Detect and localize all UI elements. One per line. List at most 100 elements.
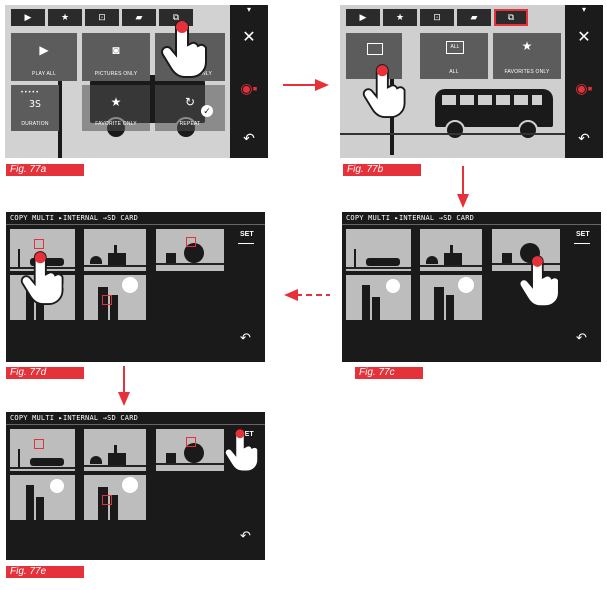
tab-play[interactable]: ▶ bbox=[346, 9, 380, 26]
header-divider bbox=[6, 224, 265, 225]
sun-shape bbox=[458, 277, 474, 293]
selected-copy-icon bbox=[186, 437, 196, 447]
set-button[interactable]: SET bbox=[576, 231, 590, 238]
menu-copy-favorites[interactable]: ★ FAVORITES ONLY bbox=[493, 33, 561, 79]
camera-mode-icon[interactable]: ◉▪ bbox=[240, 80, 258, 96]
menu-label: DURATION bbox=[21, 121, 49, 127]
menu-copy-selected[interactable] bbox=[346, 33, 402, 79]
sun-shape bbox=[386, 279, 400, 293]
screen-header: COPY MULTI ▸INTERNAL →SD CARD bbox=[346, 214, 475, 222]
header-divider bbox=[6, 424, 265, 425]
thumbnail-city-2[interactable] bbox=[84, 275, 146, 320]
thumbnail-village[interactable] bbox=[84, 229, 146, 271]
menu-label: FAVORITES ONLY bbox=[504, 69, 550, 75]
thumbnail-bus[interactable] bbox=[346, 229, 411, 271]
panel-77d: COPY MULTI ▸INTERNAL →SD CARD SET ↶ bbox=[6, 212, 265, 362]
thumbnail-tree[interactable] bbox=[156, 429, 224, 471]
panel-77c: COPY MULTI ▸INTERNAL →SD CARD SET ↶ bbox=[342, 212, 601, 362]
menu-duration[interactable]: 3S • • • • • DURATION bbox=[11, 85, 59, 131]
pointing-hand-icon bbox=[362, 64, 406, 118]
tools-icon[interactable]: ✕ bbox=[242, 29, 256, 46]
all-icon: ALL bbox=[446, 41, 464, 54]
menu-label: ONLY bbox=[197, 71, 213, 77]
selected-copy-icon bbox=[102, 295, 112, 305]
menu-label: FAVORITE ONLY bbox=[95, 121, 137, 127]
panel-77e: COPY MULTI ▸INTERNAL →SD CARD SET ↶ bbox=[6, 412, 265, 560]
menu-pictures-only[interactable]: ◙ PICTURES ONLY bbox=[82, 33, 150, 81]
repeat-icon: ↻ bbox=[184, 95, 196, 109]
tab-folder[interactable]: ▰ bbox=[122, 9, 156, 26]
images-icon bbox=[367, 43, 383, 55]
menu-label: PLAY ALL bbox=[32, 71, 56, 77]
pointing-hand-icon bbox=[161, 21, 207, 78]
sun-shape bbox=[50, 479, 64, 493]
sun-shape bbox=[122, 477, 138, 493]
selected-copy-icon bbox=[186, 237, 196, 247]
thumbnail-tree[interactable] bbox=[156, 229, 224, 271]
arrow-right-icon bbox=[283, 79, 329, 91]
right-toolbar: ▾ ✕ ◉▪ ↶ bbox=[565, 5, 603, 158]
tab-copy[interactable]: ⧉ bbox=[494, 9, 528, 26]
figure-caption: Fig. 77a bbox=[6, 164, 84, 176]
thumbnail-bus[interactable] bbox=[10, 429, 75, 471]
menu-copy-all[interactable]: ALL ALL bbox=[420, 33, 488, 79]
set-button[interactable]: SET bbox=[240, 231, 254, 238]
menu-label: ALL bbox=[449, 69, 459, 75]
sun-shape bbox=[122, 277, 138, 293]
menu-area: ▶ ★ ⊡ ▰ ⧉ ALL ALL ★ FAVORITES ONLY bbox=[340, 5, 565, 158]
tab-protect[interactable]: ⊡ bbox=[85, 9, 119, 26]
back-icon[interactable]: ↶ bbox=[243, 130, 255, 146]
back-icon[interactable]: ↶ bbox=[240, 330, 251, 345]
set-underline bbox=[238, 243, 254, 244]
chevron-down-icon[interactable]: ▾ bbox=[246, 5, 251, 14]
menu-label: PICTURES ONLY bbox=[94, 71, 138, 77]
arrow-left-dashed-icon bbox=[284, 289, 330, 301]
back-icon[interactable]: ↶ bbox=[576, 330, 587, 345]
back-icon[interactable]: ↶ bbox=[240, 528, 251, 543]
figure-caption: Fig. 77c bbox=[355, 367, 423, 379]
tab-favorites[interactable]: ★ bbox=[383, 9, 417, 26]
panel-77a: ▶ ★ ⊡ ▰ ⧉ ▶ PLAY ALL ◙ PICTURES ONLY ▣ O… bbox=[5, 5, 268, 158]
camera-icon: ◙ bbox=[112, 43, 120, 57]
back-icon[interactable]: ↶ bbox=[578, 130, 590, 146]
tools-icon[interactable]: ✕ bbox=[577, 29, 591, 46]
screen-header: COPY MULTI ▸INTERNAL →SD CARD bbox=[10, 414, 139, 422]
thumbnail-city[interactable] bbox=[346, 275, 411, 320]
pointing-hand-icon bbox=[224, 428, 259, 472]
set-button[interactable]: SET bbox=[240, 431, 254, 438]
thumbnail-village[interactable] bbox=[84, 429, 146, 471]
thumbnail-village[interactable] bbox=[420, 229, 482, 271]
thumbnail-tree[interactable] bbox=[492, 229, 560, 271]
pointing-hand-icon bbox=[518, 255, 560, 307]
duration-dots: • • • • • bbox=[21, 90, 39, 96]
thumbnail-city[interactable] bbox=[10, 475, 75, 520]
selected-copy-icon bbox=[102, 495, 112, 505]
tab-favorites[interactable]: ★ bbox=[48, 9, 82, 26]
figure-caption: Fig. 77d bbox=[6, 367, 84, 379]
header-divider bbox=[342, 224, 601, 225]
thumbnail-city-2[interactable] bbox=[84, 475, 146, 520]
tab-play[interactable]: ▶ bbox=[11, 9, 45, 26]
thumbnail-city-2[interactable] bbox=[420, 275, 482, 320]
menu-favorite-only[interactable]: ★ FAVORITE ONLY bbox=[82, 85, 150, 131]
chevron-down-icon[interactable]: ▾ bbox=[581, 5, 586, 14]
menu-label: REPEAT bbox=[179, 121, 201, 127]
screen-header: COPY MULTI ▸INTERNAL →SD CARD bbox=[10, 214, 139, 222]
panel-77b: ▶ ★ ⊡ ▰ ⧉ ALL ALL ★ FAVORITES ONLY ▾ ✕ ◉… bbox=[340, 5, 603, 158]
checkmark-icon: ✓ bbox=[201, 105, 213, 117]
duration-value: 3S bbox=[28, 99, 42, 110]
pointing-hand-icon bbox=[20, 251, 64, 305]
selected-copy-icon bbox=[34, 239, 44, 249]
menu-repeat[interactable]: ↻ ✓ REPEAT bbox=[155, 85, 225, 131]
menu-play-all[interactable]: ▶ PLAY ALL bbox=[11, 33, 77, 81]
play-icon: ▶ bbox=[39, 43, 49, 57]
tab-protect[interactable]: ⊡ bbox=[420, 9, 454, 26]
arrow-down-icon bbox=[118, 366, 130, 406]
tab-folder[interactable]: ▰ bbox=[457, 9, 491, 26]
set-underline bbox=[574, 243, 590, 244]
camera-screen: ▶ ★ ⊡ ▰ ⧉ ▶ PLAY ALL ◙ PICTURES ONLY ▣ O… bbox=[5, 5, 268, 158]
camera-mode-icon[interactable]: ◉▪ bbox=[575, 80, 593, 96]
star-icon: ★ bbox=[110, 95, 122, 109]
menu-area: ▶ ★ ⊡ ▰ ⧉ ▶ PLAY ALL ◙ PICTURES ONLY ▣ O… bbox=[5, 5, 230, 158]
right-toolbar: ▾ ✕ ◉▪ ↶ bbox=[230, 5, 268, 158]
